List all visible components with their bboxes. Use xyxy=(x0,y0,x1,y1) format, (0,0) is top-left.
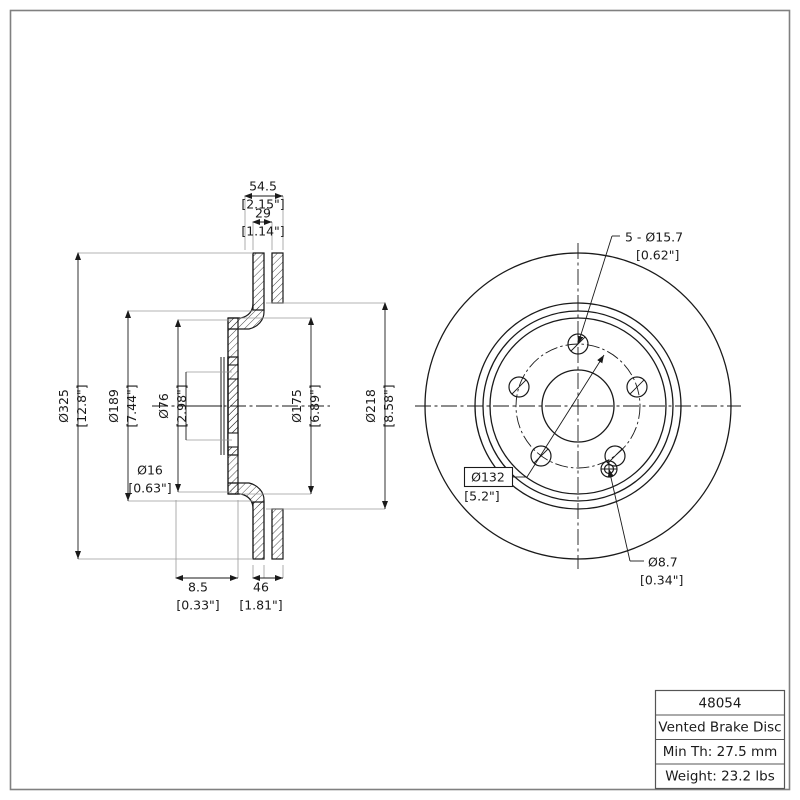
lug-hole xyxy=(604,445,626,467)
title-block-description: Vented Brake Disc xyxy=(658,720,781,736)
dim-d189-value: Ø189 xyxy=(106,389,121,423)
front-view-leaders xyxy=(513,235,644,562)
dim-85-value: 8.5 xyxy=(188,580,208,595)
dim-d16-inch: [0.63"] xyxy=(128,481,171,496)
lug-hole xyxy=(626,376,648,398)
title-block-weight: Weight: 23.2 lbs xyxy=(665,769,775,785)
title-block: 48054 Vented Brake Disc Min Th: 27.5 mm … xyxy=(654,689,786,790)
lug-hole xyxy=(530,445,552,467)
callout-small-hole-value: Ø8.7 xyxy=(648,555,678,570)
callout-lug-holes-value: 5 - Ø15.7 xyxy=(625,230,683,245)
section-dimension-lines xyxy=(75,193,388,581)
hat-face-edge xyxy=(489,317,667,495)
friction-plate-outboard-lower xyxy=(271,508,284,560)
dim-d218-value: Ø218 xyxy=(363,389,378,423)
dim-545-value: 54.5 xyxy=(249,179,277,194)
dim-d325-value: Ø325 xyxy=(56,389,71,423)
center-bore-edge xyxy=(541,369,615,443)
friction-plate-inboard-lower xyxy=(252,501,265,560)
section-dimension-text: Ø325 [12.8"] Ø189 [7.44"] Ø76 [2.98"] Ø1… xyxy=(56,179,396,613)
hat-outer-edge xyxy=(482,310,674,502)
dim-46-inch: [1.81"] xyxy=(239,598,282,613)
callout-bolt-circle-value: Ø132 xyxy=(471,470,505,485)
dim-46-value: 46 xyxy=(253,580,269,595)
title-block-min-thickness: Min Th: 27.5 mm xyxy=(663,744,778,760)
dim-d76-value: Ø76 xyxy=(156,393,171,419)
dim-d16-value: Ø16 xyxy=(137,463,163,478)
callout-bolt-circle-inch: [5.2"] xyxy=(464,489,499,504)
dim-d175-inch: [6.89"] xyxy=(307,384,322,427)
leader-bolt-circle-line xyxy=(526,354,605,478)
friction-plate-outboard-upper xyxy=(271,252,284,304)
dim-d218-inch: [8.58"] xyxy=(381,384,396,427)
cross-section-geometry xyxy=(152,252,330,560)
callout-small-hole-inch: [0.34"] xyxy=(640,573,683,588)
disc-outer-edge xyxy=(424,252,732,560)
hat-profile-lower-outer xyxy=(228,493,254,559)
dim-545-inch: [2.15"] xyxy=(241,197,284,212)
dim-d189-inch: [7.44"] xyxy=(124,384,139,427)
lug-hole-group xyxy=(508,333,648,467)
mounting-flange-lower xyxy=(227,356,239,495)
callout-lug-holes-inch: [0.62"] xyxy=(636,248,679,263)
dim-85-inch: [0.33"] xyxy=(176,598,219,613)
sheet-border xyxy=(9,9,791,791)
dim-d325-inch: [12.8"] xyxy=(74,384,89,427)
front-view-geometry xyxy=(415,243,741,569)
hat-profile-upper-outer xyxy=(228,253,254,319)
dim-29-inch: [1.14"] xyxy=(241,224,284,239)
bolt-circle-basic-dim-box xyxy=(463,466,514,488)
dim-d76-inch: [2.98"] xyxy=(174,384,189,427)
title-block-part-number: 48054 xyxy=(699,696,742,712)
section-extension-lines xyxy=(78,196,385,578)
dim-d175-value: Ø175 xyxy=(289,389,304,423)
lug-hole xyxy=(508,376,530,398)
dim-29-value: 29 xyxy=(255,206,271,221)
friction-ring-inner-edge xyxy=(474,302,682,510)
front-view-callout-text: 5 - Ø15.7 [0.62"] Ø132 [5.2"] Ø8.7 [0.34… xyxy=(463,230,683,588)
friction-plate-inboard-upper xyxy=(252,252,265,311)
leader-lug-holes-line xyxy=(577,235,613,345)
leader-small-hole-line xyxy=(607,468,631,562)
lug-hole xyxy=(567,333,589,355)
